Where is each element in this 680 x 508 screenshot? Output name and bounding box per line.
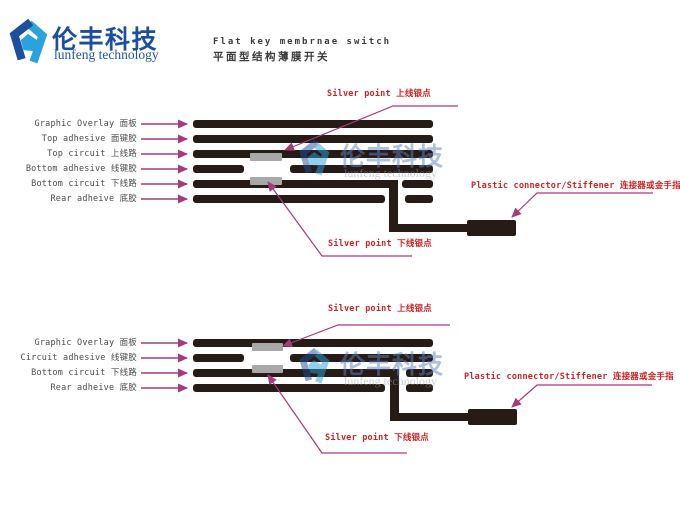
bar-d2-rear-adhesive-right	[406, 384, 433, 392]
leader-silver-bottom-d2	[267, 374, 407, 454]
logo-light-arm	[26, 20, 48, 64]
leader-connector-d2	[511, 384, 652, 408]
watermark-d2: 伦丰科技 lunfeng technology	[298, 347, 448, 397]
logo-dark-arm	[9, 18, 34, 61]
bar-d1-rear-adhesive-left	[193, 195, 385, 203]
layer-label-d1-graphic-overlay: Graphic Overlay 面板	[34, 119, 137, 129]
layer-label-d2-bottom-circuit: Bottom circuit 下线路	[31, 368, 137, 378]
layer-label-d2-circuit-adhesive: Circuit adhesive 线键胶	[20, 353, 137, 363]
silver-point-bottom-d1	[250, 177, 282, 185]
silver-point-top-d2	[252, 343, 283, 351]
note-silver-top-d1: Silver point 上线银点	[327, 89, 431, 99]
layer-label-d1-bottom-circuit: Bottom circuit 下线路	[31, 179, 137, 189]
silver-point-bottom-d2	[252, 365, 283, 373]
bar-d1-bottom-adhesive-left	[193, 165, 244, 173]
watermark-subtitle-d1: lunfeng technology	[344, 166, 437, 180]
bar-d1-bottom-adhesive-right	[290, 165, 433, 173]
layer-label-d1-top-circuit: Top circuit 上线路	[47, 149, 137, 159]
doc-title-zh: 平面型结构薄膜开关	[213, 51, 330, 63]
layer-label-d1-bottom-adhesive: Bottom adhesive 线键胶	[25, 164, 137, 174]
tail-vertical-d1	[389, 180, 398, 232]
tail-horizontal-d1	[389, 224, 469, 232]
silver-point-top-d1	[250, 153, 282, 161]
watermark-logo-icon-d2	[299, 347, 330, 384]
note-silver-top-d2: Silver point 上线银点	[328, 304, 432, 314]
logo-pentagon	[20, 33, 38, 52]
watermark-logo-icon-d1	[299, 139, 330, 176]
watermark-name-d1: 伦丰科技	[340, 142, 445, 171]
note-silver-bottom-d2: Silver point 下线银点	[325, 433, 429, 443]
watermark-subtitle-d2: lunfeng technology	[344, 374, 437, 388]
connector-block-d1	[467, 220, 516, 236]
layer-label-d2-graphic-overlay: Graphic Overlay 面板	[34, 338, 137, 348]
watermark-d1: 伦丰科技 lunfeng technology	[298, 139, 448, 189]
lunfeng-logo-icon	[9, 18, 48, 64]
bar-d1-rear-adhesive-right	[405, 195, 433, 203]
bar-d1-graphic-overlay	[193, 120, 433, 128]
doc-title-en: Flat key membrnae switch	[213, 37, 392, 47]
layer-label-d2-rear-adhesive: Rear adheive 底胶	[50, 383, 137, 393]
logo-company-name: 伦丰科技	[52, 25, 159, 54]
note-connector-d1: Plastic connector/Stiffener 连接器或金手指	[471, 181, 680, 191]
watermark-name-d2: 伦丰科技	[340, 350, 445, 379]
bar-d2-bottom-circuit-left	[193, 369, 399, 377]
bar-d1-bottom-circuit-right	[402, 180, 433, 188]
leader-connector-d1	[511, 192, 653, 218]
tail-horizontal-d2	[390, 413, 470, 421]
bar-d2-rear-adhesive-left	[193, 384, 385, 392]
connector-block-d2	[468, 409, 517, 425]
tail-vertical-d2	[390, 369, 399, 421]
bar-d2-circuit-adhesive-right	[290, 354, 433, 362]
bar-d2-graphic-overlay	[193, 339, 433, 347]
note-silver-bottom-d1: Silver point 下线银点	[328, 239, 432, 249]
layer-label-d1-top-adhesive: Top adhesive 面键胶	[41, 134, 137, 144]
note-connector-d2: Plastic connector/Stiffener 连接器或金手指	[464, 372, 674, 382]
bar-d2-circuit-adhesive-left	[193, 354, 244, 362]
bar-d2-bottom-circuit-right	[406, 369, 433, 377]
bar-d1-bottom-circuit-left	[193, 180, 398, 188]
leader-silver-top-d2	[282, 324, 450, 347]
leader-silver-bottom-d1	[267, 181, 412, 257]
leader-silver-top-d1	[284, 105, 458, 151]
logo-company-subtitle: lunfeng technology	[54, 47, 159, 62]
layer-label-d1-rear-adhesive: Rear adheive 底胶	[50, 194, 137, 204]
